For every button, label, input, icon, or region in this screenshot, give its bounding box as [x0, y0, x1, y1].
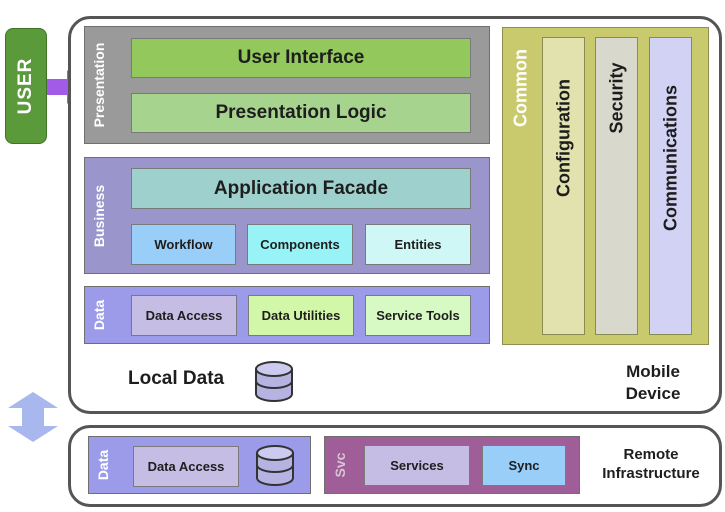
presentation-logic-box: Presentation Logic: [131, 93, 471, 133]
business-layer: Business Application Facade Workflow Com…: [84, 157, 490, 274]
communications-column: Communications: [649, 37, 692, 335]
data-access-box: Data Access: [131, 295, 237, 336]
service-tools-box: Service Tools: [365, 295, 471, 336]
workflow-box: Workflow: [131, 224, 236, 265]
data-label: Data: [91, 299, 107, 331]
user-label: USER: [15, 57, 36, 115]
mobile-device-label: Mobile Device: [600, 361, 706, 405]
communications-label: Communications: [660, 84, 680, 232]
data-utilities-box: Data Utilities: [248, 295, 354, 336]
security-label: Security: [606, 62, 626, 134]
application-facade-box: Application Facade: [131, 168, 471, 209]
presentation-label: Presentation: [91, 42, 107, 128]
remote-infrastructure-label-line1: Remote: [623, 446, 679, 463]
local-data-label: Local Data: [128, 368, 225, 389]
remote-infrastructure-label: Remote Infrastructure: [584, 445, 718, 483]
business-label: Business: [91, 184, 107, 247]
remote-data-access-box: Data Access: [133, 446, 239, 487]
local-database-icon: [255, 361, 293, 402]
svc-layer: Svc Services Sync: [324, 436, 580, 494]
common-block: Common Configuration Security Communicat…: [502, 27, 709, 345]
sync-box: Sync: [482, 445, 566, 486]
remote-data-label: Data: [95, 449, 111, 481]
presentation-layer: Presentation User Interface Presentation…: [84, 26, 490, 144]
components-box: Components: [247, 224, 353, 265]
user-interface-box: User Interface: [131, 38, 471, 78]
entities-box: Entities: [365, 224, 471, 265]
remote-infrastructure-label-line2: Infrastructure: [602, 465, 700, 482]
remote-data-layer: Data Data Access: [88, 436, 311, 494]
remote-database-icon: [256, 445, 294, 486]
svc-label: Svc: [332, 452, 348, 478]
user-badge: USER: [5, 28, 47, 144]
mobile-device-label-line2: Device: [625, 384, 681, 403]
configuration-label: Configuration: [553, 79, 573, 197]
data-layer: Data Data Access Data Utilities Service …: [84, 286, 490, 344]
sync-double-arrow-icon: [8, 392, 58, 442]
services-box: Services: [364, 445, 470, 486]
security-column: Security: [595, 37, 638, 335]
mobile-device-label-line1: Mobile: [626, 362, 680, 381]
configuration-column: Configuration: [542, 37, 585, 335]
common-label: Common: [510, 49, 531, 127]
